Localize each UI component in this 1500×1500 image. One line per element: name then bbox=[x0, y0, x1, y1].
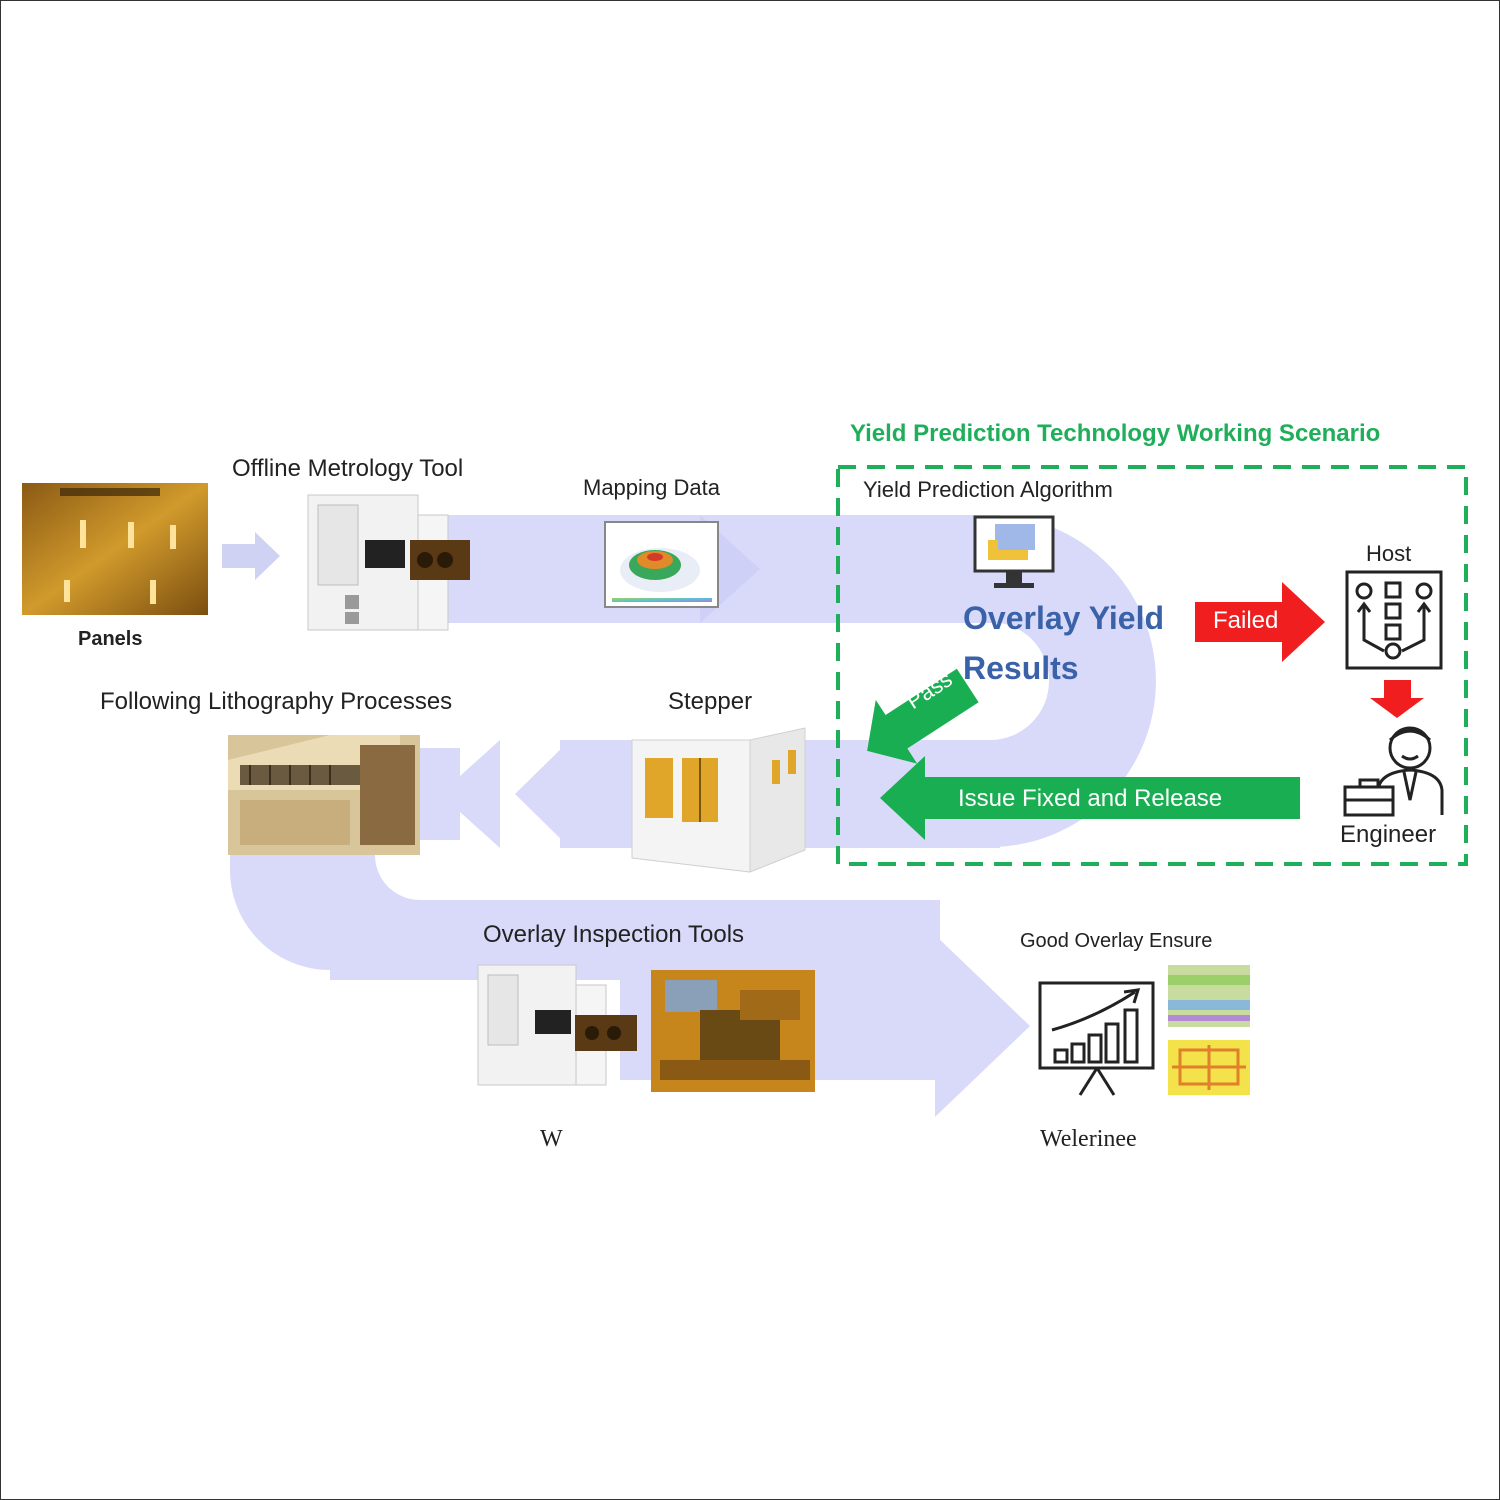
host-label: Host bbox=[1366, 541, 1412, 566]
scenario-box bbox=[836, 465, 1468, 866]
litho-machine-image bbox=[228, 735, 420, 855]
inspection-label: Overlay Inspection Tools bbox=[483, 921, 745, 948]
engineer-label: Engineer bbox=[1340, 821, 1437, 848]
stepper-label: Stepper bbox=[668, 688, 753, 715]
mapping-label: Mapping Data bbox=[583, 475, 720, 500]
inspection-caption: W bbox=[540, 1126, 563, 1152]
engineer-icon bbox=[1343, 726, 1444, 817]
good-overlay-label: Good Overlay Ensure bbox=[1020, 930, 1213, 952]
pass-arrow bbox=[867, 668, 979, 764]
host-flow-icon bbox=[1345, 570, 1443, 670]
panels-image bbox=[22, 483, 208, 615]
inspection-lab-image bbox=[651, 970, 815, 1092]
scenario-title: Yield Prediction Technology Working Scen… bbox=[850, 420, 1381, 447]
release-label: Issue Fixed and Release bbox=[958, 785, 1223, 812]
down-arrow bbox=[1370, 680, 1424, 718]
overlay-pattern-image bbox=[1168, 965, 1250, 1095]
results-line2: Results bbox=[963, 650, 1079, 686]
metrology-label: Offline Metrology Tool bbox=[232, 455, 464, 482]
inspection-tool-image bbox=[477, 964, 637, 1086]
metrology-tool-image bbox=[307, 494, 470, 631]
panels-label: Panels bbox=[78, 628, 143, 650]
monitor-icon bbox=[973, 515, 1055, 588]
results-line1: Overlay Yield bbox=[963, 600, 1165, 636]
chart-board-icon bbox=[1038, 981, 1155, 1096]
failed-arrow bbox=[1195, 582, 1325, 662]
litho-label: Following Lithography Processes bbox=[100, 688, 453, 715]
algorithm-label: Yield Prediction Algorithm bbox=[863, 477, 1113, 502]
mapping-data-image bbox=[604, 521, 719, 608]
good-overlay-caption: Welerinee bbox=[1040, 1126, 1137, 1152]
small-arrow bbox=[222, 532, 280, 580]
stepper-image bbox=[631, 727, 806, 873]
release-arrow bbox=[880, 756, 1300, 840]
failed-label: Failed bbox=[1213, 607, 1279, 634]
